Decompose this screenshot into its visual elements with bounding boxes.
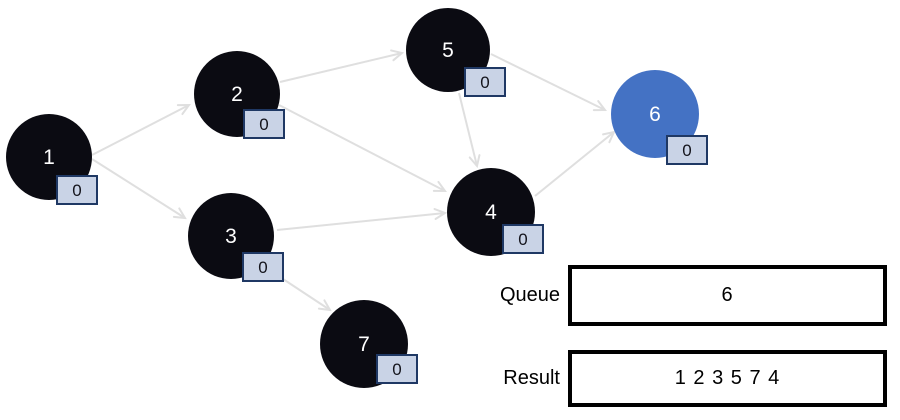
result-label: Result <box>503 367 560 389</box>
distance-badge-3 <box>242 252 284 282</box>
queue-box: 6 <box>568 265 887 326</box>
queue-label: Queue <box>499 284 560 306</box>
node-label-4: 4 <box>485 201 497 224</box>
edge-2-4 <box>278 104 445 191</box>
distance-badge-7 <box>376 354 418 384</box>
node-label-6: 6 <box>649 103 661 126</box>
distance-value-5: 0 <box>480 73 489 92</box>
edge-3-4 <box>276 213 445 231</box>
edge-4-6 <box>534 132 614 197</box>
edge-1-2 <box>91 105 189 156</box>
distance-badge-5 <box>464 67 506 97</box>
edge-5-6 <box>490 53 605 110</box>
distance-badge-2 <box>243 109 285 139</box>
node-label-2: 2 <box>231 83 243 106</box>
distance-value-6: 0 <box>682 141 691 160</box>
queue-value: 6 <box>721 284 734 306</box>
edge-2-5 <box>279 53 402 83</box>
distance-value-7: 0 <box>392 360 401 379</box>
distance-value-3: 0 <box>258 258 267 277</box>
result-value: 1 2 3 5 7 4 <box>674 367 781 389</box>
edge-5-4 <box>458 92 477 166</box>
node-label-7: 7 <box>358 333 370 356</box>
edge-3-7 <box>282 278 330 310</box>
node-label-5: 5 <box>442 39 454 62</box>
result-box: 1 2 3 5 7 4 <box>568 350 887 407</box>
distance-badge-1 <box>56 175 98 205</box>
node-label-3: 3 <box>225 225 237 248</box>
distance-value-4: 0 <box>518 230 527 249</box>
distance-value-2: 0 <box>259 115 268 134</box>
distance-value-1: 0 <box>72 181 81 200</box>
distance-badge-4 <box>502 224 544 254</box>
edge-1-3 <box>91 158 185 218</box>
node-label-1: 1 <box>43 146 55 169</box>
distance-badge-6 <box>666 135 708 165</box>
